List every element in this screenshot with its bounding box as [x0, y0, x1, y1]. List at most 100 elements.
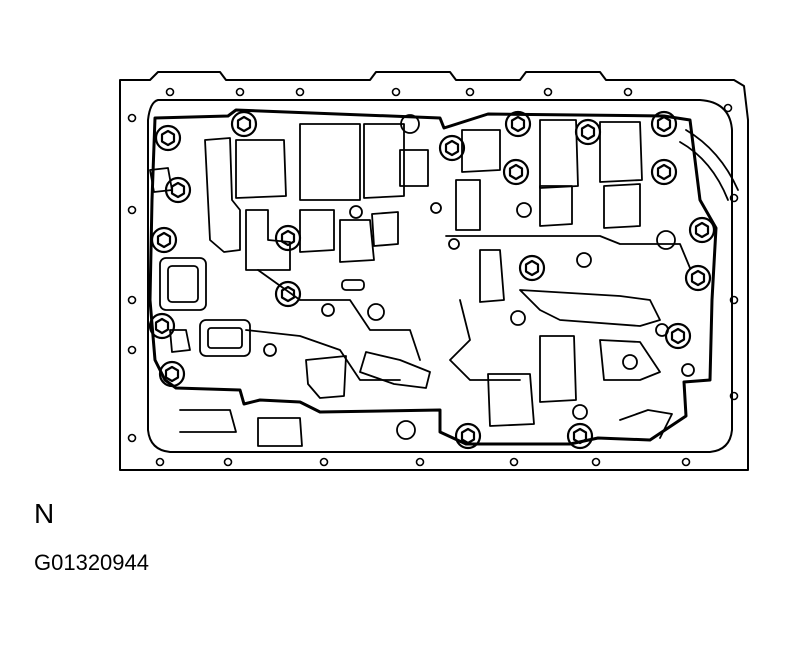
bolt — [688, 216, 716, 244]
flange-hole — [723, 103, 733, 113]
flange-holes — [127, 87, 739, 467]
check-ball — [622, 354, 638, 370]
center-valve — [299, 209, 335, 253]
flange-hole — [295, 87, 305, 97]
right-channel — [455, 179, 481, 231]
flange-hole — [729, 391, 739, 401]
view-direction-label: N — [34, 498, 55, 529]
manual-valve-plate — [305, 355, 347, 399]
bolt — [650, 110, 678, 138]
right-solenoid — [603, 183, 641, 229]
right-channel — [539, 335, 577, 403]
figure-code: G01320944 — [34, 550, 149, 575]
flange-hole — [155, 457, 165, 467]
check-ball — [656, 230, 676, 250]
left-section-details — [149, 114, 442, 447]
flange-hole — [729, 295, 739, 305]
left-channel — [179, 409, 237, 433]
manual-valve-plate — [359, 351, 431, 389]
right-channel — [487, 373, 535, 427]
flange-hole — [509, 457, 519, 467]
right-solenoid — [539, 185, 573, 227]
flange-hole — [623, 87, 633, 97]
bolt — [158, 360, 186, 388]
bolt — [664, 322, 692, 350]
center-valve — [339, 219, 375, 263]
flange-hole — [235, 87, 245, 97]
right-channel — [449, 299, 521, 381]
bolt — [148, 312, 176, 340]
flange-hole — [127, 295, 137, 305]
left-channel — [245, 329, 401, 381]
right-channel — [445, 235, 691, 269]
left-channel — [204, 137, 241, 253]
flange-hole — [681, 457, 691, 467]
flange-hole — [127, 345, 137, 355]
valve-body-outline — [148, 108, 718, 446]
flange-hole — [127, 113, 137, 123]
check-ball — [430, 202, 442, 214]
check-ball — [448, 238, 460, 250]
bolt — [518, 254, 546, 282]
check-ball — [321, 303, 335, 317]
flange-hole — [415, 457, 425, 467]
right-solenoid — [599, 121, 643, 183]
right-channel — [599, 339, 661, 381]
left-port-square — [159, 257, 207, 311]
flange-hole — [729, 193, 739, 203]
bolt — [438, 134, 466, 162]
center-valve — [245, 209, 291, 271]
bolt — [154, 124, 182, 152]
check-ball — [681, 363, 695, 377]
flange-hole — [127, 205, 137, 215]
solenoid-connector — [399, 149, 429, 187]
bolts — [148, 110, 716, 450]
flange-hole — [223, 457, 233, 467]
check-ball — [400, 114, 420, 134]
oil-pan-flange-outline — [119, 71, 749, 471]
bolt — [274, 224, 302, 252]
bolt — [502, 158, 530, 186]
left-port-square-inner — [167, 265, 199, 303]
orifice-slot — [341, 279, 365, 291]
bolt — [650, 158, 678, 186]
check-ball — [572, 404, 588, 420]
check-ball — [516, 202, 532, 218]
check-ball — [576, 252, 592, 268]
lower-left-port — [199, 319, 251, 357]
solenoid-housing — [363, 123, 405, 199]
right-channel — [519, 289, 661, 327]
bolt — [274, 280, 302, 308]
flange-hole — [319, 457, 329, 467]
oil-tube — [685, 129, 739, 191]
check-ball — [349, 205, 363, 219]
bolt — [504, 110, 532, 138]
bolt — [150, 226, 178, 254]
bolt — [566, 422, 594, 450]
right-solenoid — [461, 129, 501, 173]
right-channel — [619, 409, 673, 439]
right-channel — [479, 249, 505, 303]
flange-hole — [465, 87, 475, 97]
flange-hole — [543, 87, 553, 97]
flange-hole — [165, 87, 175, 97]
right-section-details — [445, 119, 739, 439]
check-ball — [263, 343, 277, 357]
check-ball — [396, 420, 416, 440]
left-channel — [169, 329, 191, 353]
bolt — [454, 422, 482, 450]
center-valve — [371, 211, 399, 247]
oil-pan-inner-wall — [147, 99, 733, 453]
flange-hole — [591, 457, 601, 467]
lower-left-port-inner — [207, 327, 243, 349]
oil-tube — [679, 141, 729, 201]
bolt — [164, 176, 192, 204]
bolt — [230, 110, 258, 138]
flange-hole — [391, 87, 401, 97]
check-ball — [367, 303, 385, 321]
solenoid-housing — [299, 123, 361, 201]
bottom-plate — [257, 417, 303, 447]
bolt — [684, 264, 712, 292]
check-ball — [510, 310, 526, 326]
